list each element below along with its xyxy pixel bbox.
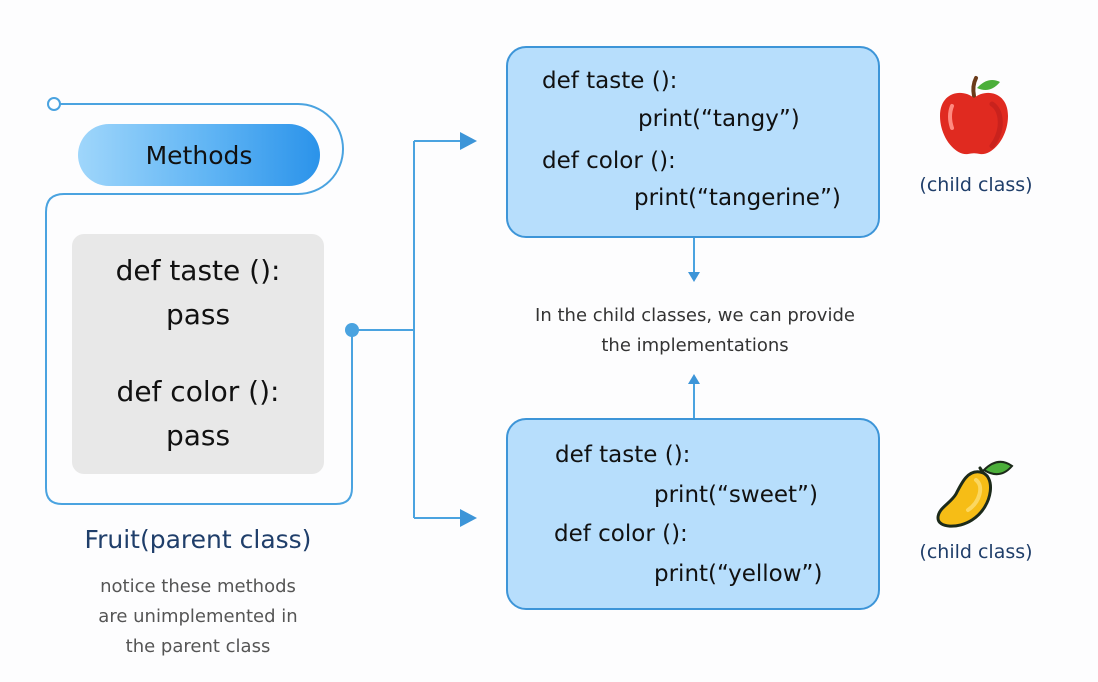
child2-taste-body: print(“sweet”)	[654, 482, 818, 508]
child2-color-body: print(“yellow”)	[654, 561, 823, 587]
methods-label: Methods	[145, 140, 253, 170]
child1-color-def: def color ():	[542, 148, 676, 174]
child1-color-body: print(“tangerine”)	[634, 185, 841, 211]
methods-pill: Methods	[78, 124, 320, 186]
child-class-box-mango: def taste (): print(“sweet”) def color (…	[506, 418, 880, 610]
child-class-label-apple: (child class)	[919, 174, 1033, 196]
child1-taste-body: print(“tangy”)	[638, 106, 800, 132]
parent-taste-def: def taste ():	[115, 254, 281, 287]
parent-frame	[45, 103, 353, 505]
parent-note-line: notice these methods	[100, 576, 296, 597]
child-class-box-apple: def taste (): print(“tangy”) def color (…	[506, 46, 880, 238]
branch-line	[352, 141, 415, 518]
child-class-label-mango: (child class)	[919, 541, 1033, 563]
implementation-note-line: In the child classes, we can provide	[535, 305, 855, 326]
child2-taste-def: def taste ():	[555, 442, 691, 468]
implementation-note-line: the implementations	[601, 335, 789, 356]
arrowhead-up	[688, 374, 700, 384]
parent-color-body: pass	[165, 419, 231, 452]
apple-icon	[940, 76, 1008, 155]
implementation-note: In the child classes, we can provide the…	[480, 301, 910, 361]
parent-note-line: the parent class	[125, 636, 271, 657]
parent-class-note: notice these methods are unimplemented i…	[60, 572, 336, 662]
parent-note-line: are unimplemented in	[98, 606, 298, 627]
parent-color-def: def color ():	[116, 375, 280, 408]
parent-class-title: Fruit(parent class)	[84, 525, 312, 554]
parent-code-box: def taste (): pass def color (): pass	[72, 234, 324, 474]
child1-taste-def: def taste ():	[542, 68, 678, 94]
arrowhead-down	[688, 272, 700, 282]
arrowhead-child-2	[460, 509, 477, 527]
child2-color-def: def color ():	[554, 521, 688, 547]
arrowhead-child-1	[460, 132, 477, 150]
parent-taste-body: pass	[165, 298, 231, 331]
frame-start-dot	[47, 97, 61, 111]
mango-icon	[936, 460, 1014, 528]
